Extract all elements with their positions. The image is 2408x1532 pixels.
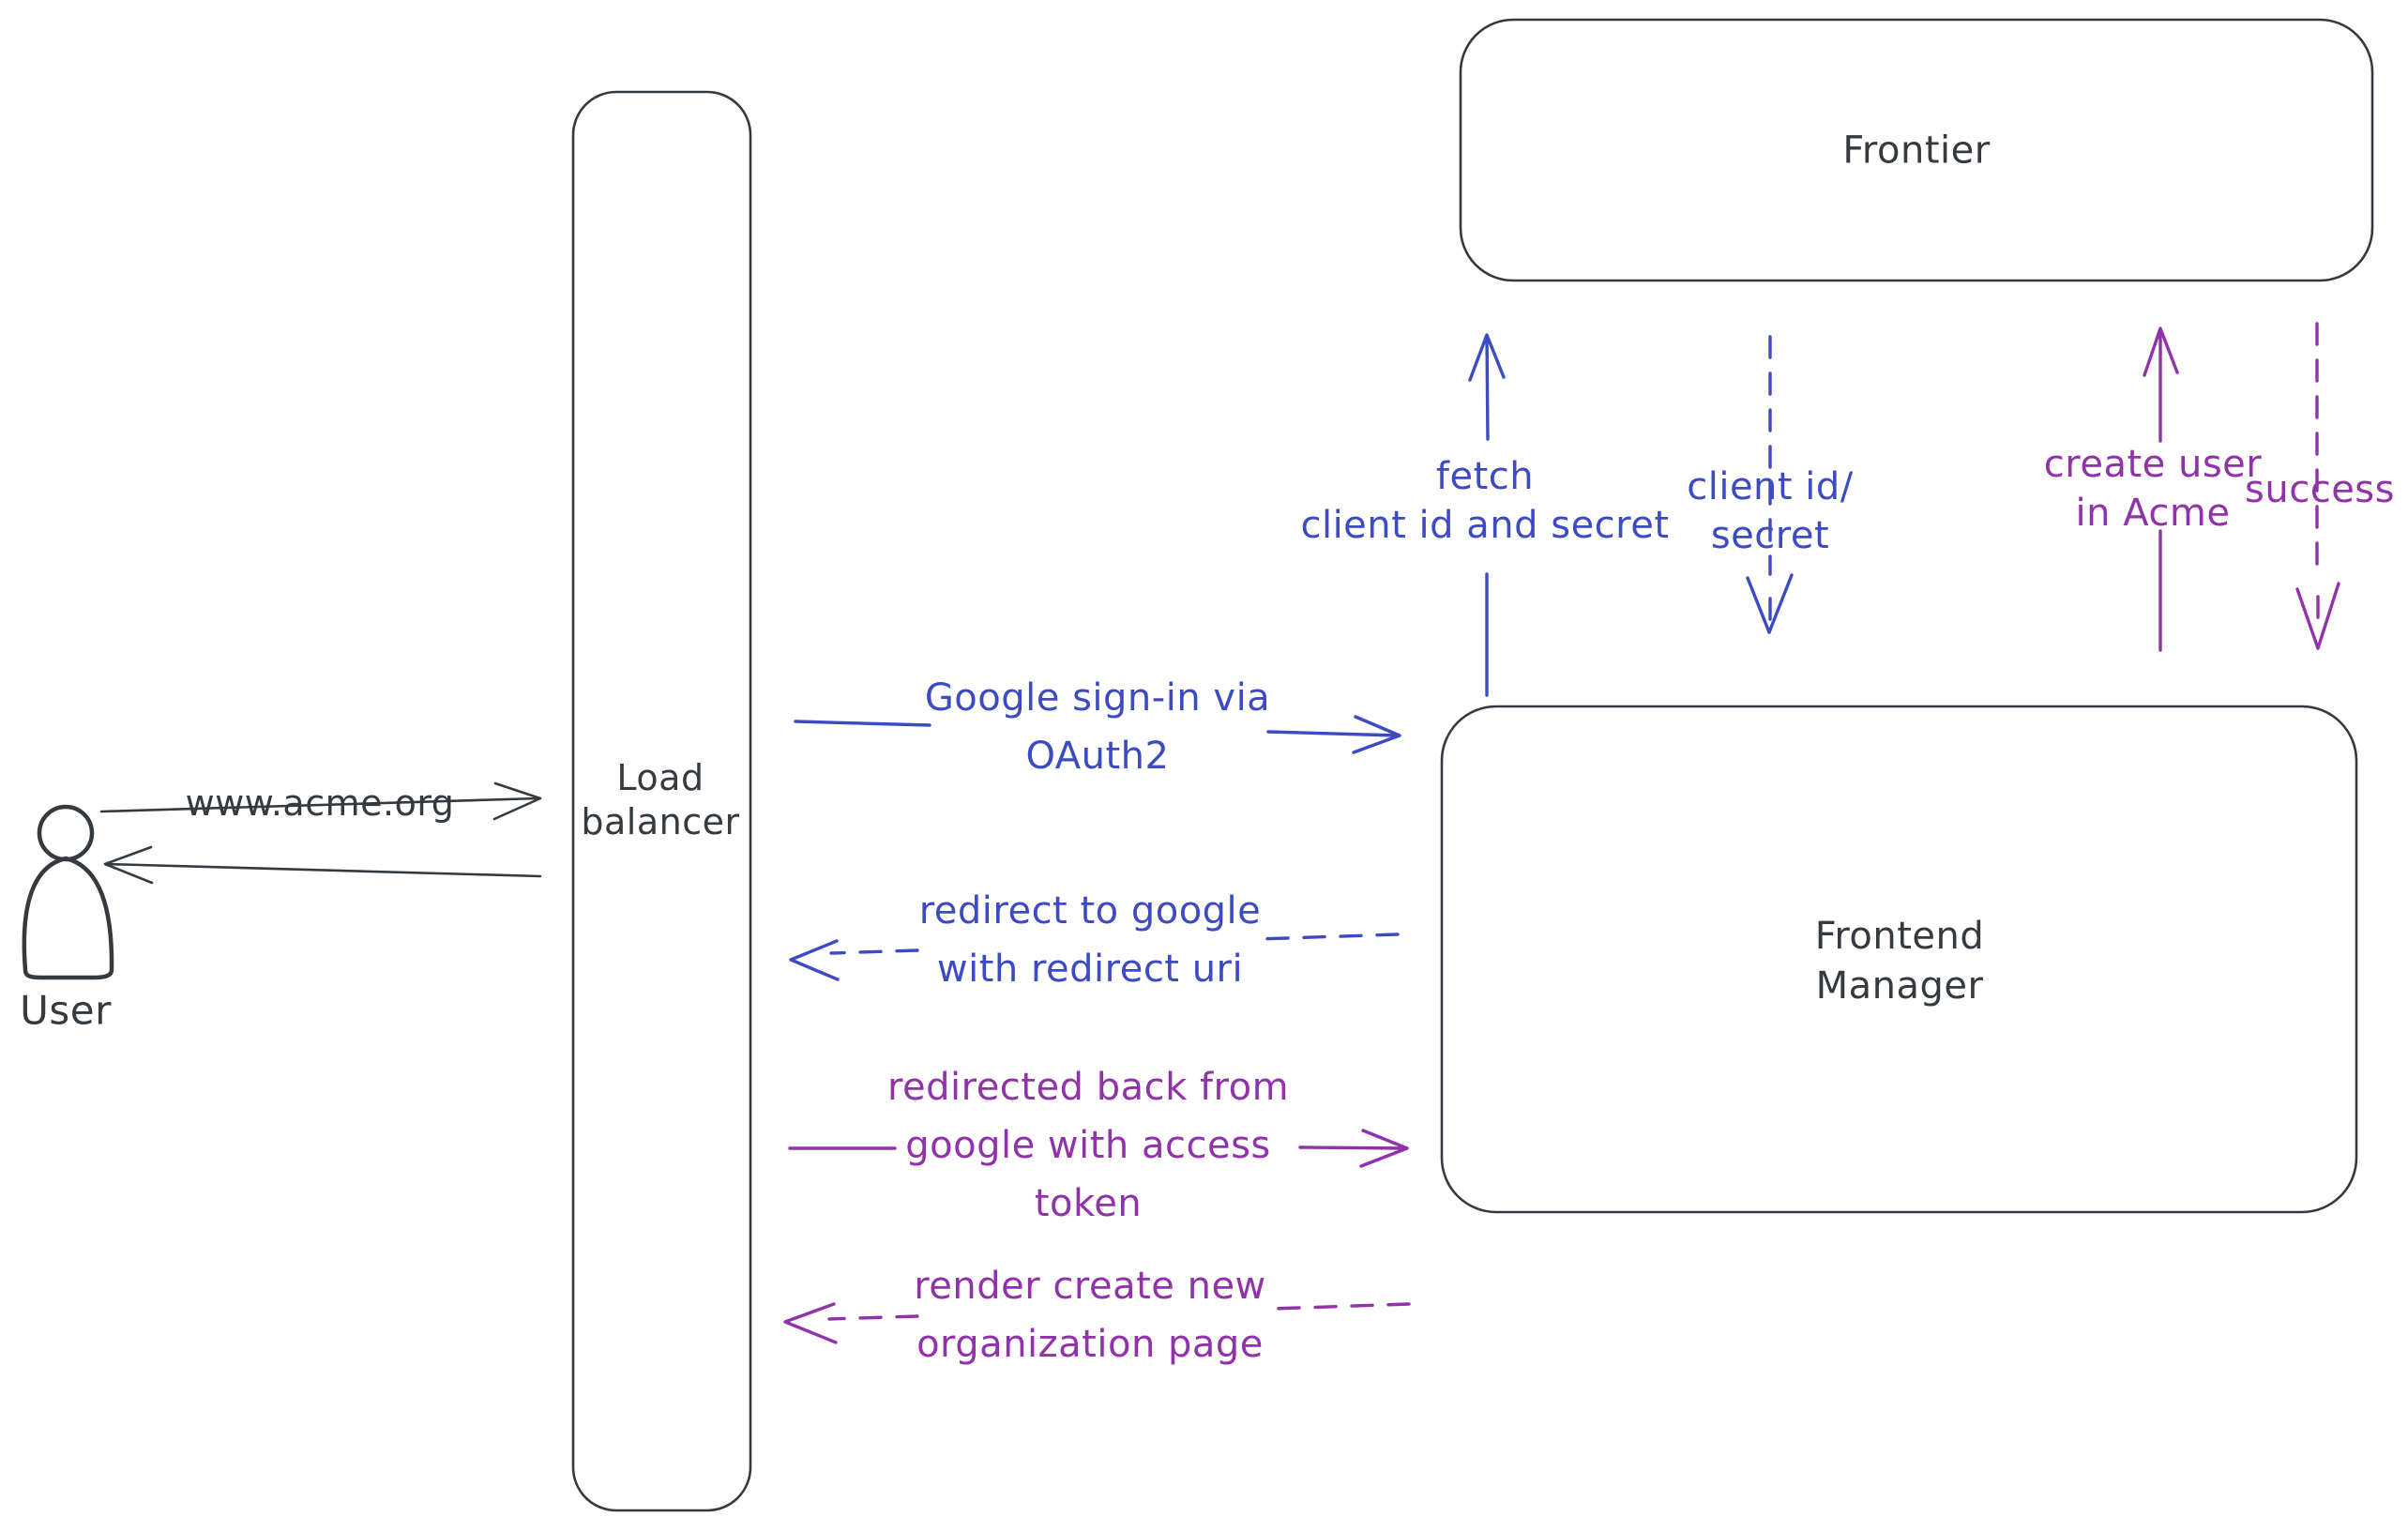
google-signin-label-line2: OAuth2 xyxy=(1025,735,1170,778)
arrow-www-acme xyxy=(99,781,542,821)
fetch-client-label-line1: fetch xyxy=(1435,455,1535,498)
google-signin-label-line1: Google sign-in via xyxy=(924,676,1271,720)
client-id-secret-label: client id/ secret xyxy=(1687,463,1854,560)
success-label: success xyxy=(2245,463,2395,517)
arrow-create-user xyxy=(2143,326,2179,652)
load-balancer-label-line2: balancer xyxy=(581,801,740,842)
frontier-box xyxy=(1459,18,2374,282)
arrow-redirect-google xyxy=(789,933,1400,981)
frontier-label-text: Frontier xyxy=(1842,129,1991,173)
redirect-google-label-line1: redirect to google xyxy=(918,889,1262,933)
load-balancer-label: Load balancer xyxy=(581,756,739,844)
fetch-client-label-line2: client id and secret xyxy=(1300,504,1670,547)
frontend-manager-label-line1: Frontend xyxy=(1814,915,1985,958)
redirected-back-label-line2: google with access xyxy=(905,1124,1271,1167)
frontend-manager-label-line2: Manager xyxy=(1815,964,1984,1008)
user-label: User xyxy=(20,989,112,1033)
redirected-back-label-line3: token xyxy=(1034,1182,1143,1225)
arrow-redirected-back xyxy=(788,1129,1409,1168)
redirected-back-label: redirected back from google with access … xyxy=(887,1058,1289,1233)
arrow-google-signin xyxy=(794,715,1401,754)
google-signin-label: Google sign-in via OAuth2 xyxy=(925,669,1270,785)
www-acme-label: www.acme.org xyxy=(186,776,455,830)
client-id-secret-label-line1: client id/ xyxy=(1687,465,1854,508)
user-head xyxy=(37,804,95,862)
load-balancer-label-line1: Load xyxy=(616,757,704,798)
arrow-fetch-client xyxy=(1468,333,1506,697)
fetch-client-label: fetch client id and secret xyxy=(1300,452,1669,550)
render-org-page-label-line1: render create new xyxy=(914,1265,1266,1308)
render-org-page-label-line2: organization page xyxy=(916,1323,1264,1366)
success-label-text: success xyxy=(2245,468,2395,511)
create-user-label-line1: create user xyxy=(2043,443,2263,486)
user-label-text: User xyxy=(20,987,112,1034)
redirected-back-label-line1: redirected back from xyxy=(886,1066,1290,1109)
arrow-render-org-page xyxy=(783,1302,1411,1344)
frontend-manager-box xyxy=(1440,705,2358,1214)
create-user-label: create user in Acme xyxy=(2044,440,2262,538)
user-body xyxy=(22,856,114,980)
arrow-user-return xyxy=(103,845,542,885)
arrow-success xyxy=(2295,322,2340,650)
redirect-google-label: redirect to google with redirect uri xyxy=(919,882,1262,998)
frontend-manager-label: Frontend Manager xyxy=(1815,912,1985,1011)
render-org-page-label: render create new organization page xyxy=(914,1257,1266,1373)
user-figure xyxy=(22,804,114,980)
client-id-secret-label-line2: secret xyxy=(1710,514,1830,557)
frontier-label: Frontier xyxy=(1842,129,1990,174)
create-user-label-line2: in Acme xyxy=(2075,492,2231,535)
arrow-client-id-secret xyxy=(1746,335,1794,634)
www-acme-label-text: www.acme.org xyxy=(185,782,455,824)
redirect-google-label-line2: with redirect uri xyxy=(936,948,1244,991)
load-balancer-box xyxy=(571,90,752,1512)
